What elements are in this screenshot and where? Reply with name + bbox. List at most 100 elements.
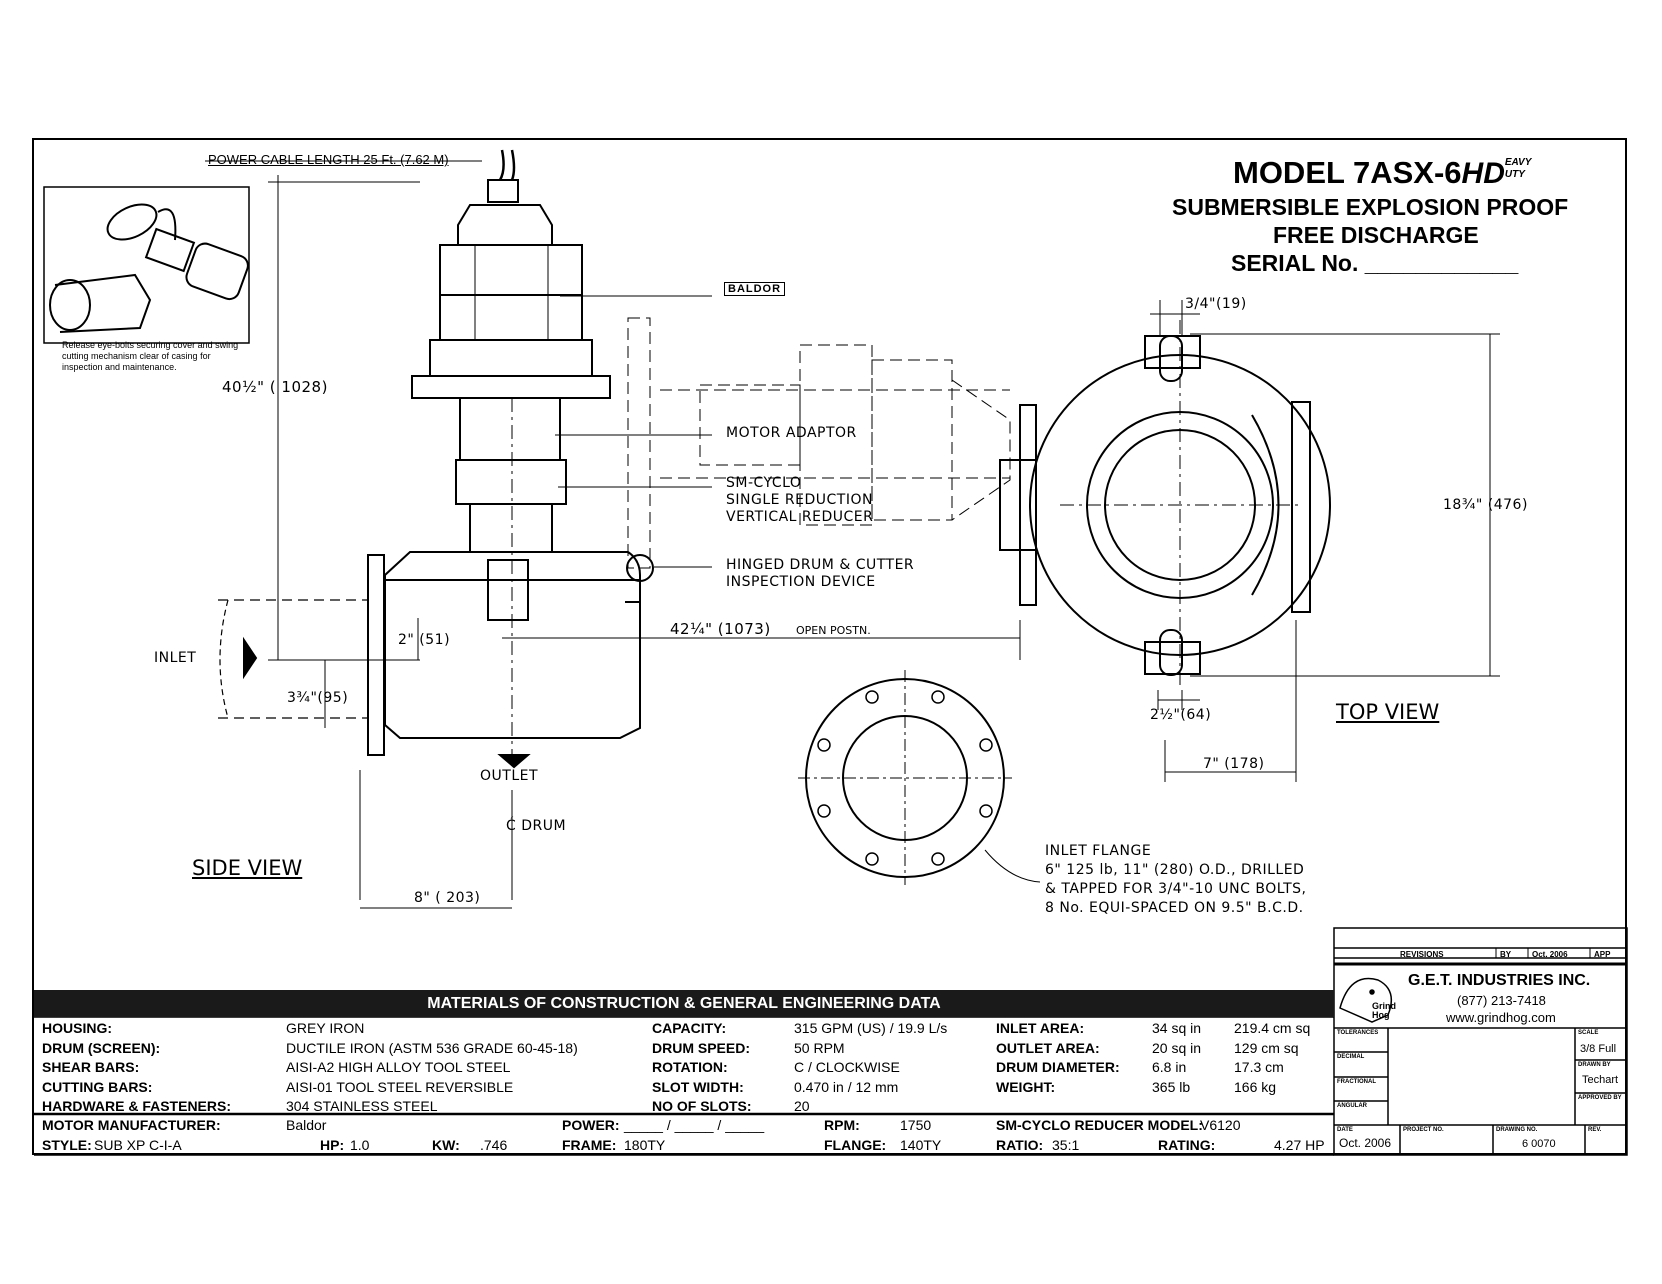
spec-key: DRUM (SCREEN): (42, 1039, 161, 1056)
spec-key: OUTLET AREA: (996, 1039, 1100, 1056)
scale-label: SCALE (1578, 1030, 1599, 1036)
spec-key: HOUSING: (42, 1020, 112, 1036)
outlet-label: OUTLET (480, 768, 539, 784)
motor-manufacturer-label: MOTOR MANUFACTURER: (42, 1117, 221, 1133)
open-position-label: OPEN POSTN. (796, 624, 871, 637)
spec-value: 17.3 cm (1234, 1059, 1284, 1075)
motor-row-2: STYLE: SUB XP C-I-A HP: 1.0 KW: .746 FRA… (34, 1136, 1334, 1156)
spec-value: 304 STAINLESS STEEL (286, 1098, 438, 1114)
inset-caption: Release eye-bolts securing cover and swi… (62, 340, 239, 372)
power-cable-label: POWER CABLE LENGTH 25 Ft. (7.62 M) (208, 152, 449, 167)
spec-value: AISI-01 TOOL STEEL REVERSIBLE (286, 1078, 514, 1095)
ratio-label: RATIO: (996, 1137, 1044, 1153)
date-label: DATE (1337, 1127, 1353, 1133)
power-value: _____ / _____ / _____ (624, 1117, 765, 1133)
title-line-2: SUBMERSIBLE EXPLOSION PROOF (1172, 194, 1569, 220)
top-view (999, 320, 1331, 690)
spec-key: SHEAR BARS: (42, 1059, 140, 1075)
spec-key: SLOT WIDTH: (652, 1078, 744, 1095)
date-value: Oct. 2006 (1339, 1136, 1392, 1150)
spec-key: DRUM SPEED: (652, 1039, 751, 1056)
serial-label: SERIAL No. (1231, 250, 1359, 276)
dim-height: 40½" ( 1028) (222, 378, 328, 396)
power-label: POWER: (562, 1117, 620, 1133)
style-value: SUB XP C-I-A (94, 1137, 182, 1153)
reducer-label: SM-CYCLO REDUCER MODEL: (996, 1117, 1203, 1133)
tolerances-label: TOLERANCES (1337, 1030, 1379, 1036)
spec-key: HARDWARE & FASTENERS: (42, 1098, 232, 1114)
spec-value: GREY IRON (286, 1020, 365, 1036)
angular-label: ANGULAR (1337, 1103, 1367, 1109)
spec-value: 315 GPM (US) / 19.9 L/s (794, 1020, 948, 1036)
spec-key: ROTATION: (652, 1059, 728, 1075)
rpm-value: 1750 (900, 1117, 932, 1133)
inset-machine-sketch (49, 203, 249, 333)
spec-key: WEIGHT: (996, 1078, 1056, 1095)
spec-key: CUTTING BARS: (42, 1078, 153, 1095)
company-website: www.grindhog.com (1446, 1010, 1556, 1025)
flange-note-3: & TAPPED FOR 3/4"-10 UNC BOLTS, (1045, 881, 1307, 897)
spec-value: 34 sq in (1152, 1020, 1202, 1036)
cyclo-label-3: VERTICAL REDUCER (726, 509, 874, 525)
flange-label: FLANGE: (824, 1137, 887, 1153)
flange-note-1: INLET FLANGE (1045, 843, 1152, 859)
rating-label: RATING: (1158, 1137, 1216, 1153)
dim-8in: 8" ( 203) (414, 890, 481, 906)
spec-value: 50 RPM (794, 1039, 845, 1056)
cyclo-label-2: SINGLE REDUCTION (726, 492, 873, 508)
frame-label: FRAME: (562, 1137, 617, 1153)
date-col-label: Oct. 2006 (1532, 950, 1568, 959)
scale-value: 3/8 Full (1580, 1043, 1617, 1055)
rating-value: 4.27 HP (1274, 1137, 1325, 1153)
drawing-no-value: 6 0070 (1522, 1138, 1556, 1150)
flange-value: 140TY (900, 1137, 942, 1153)
spec-row: SHEAR BARS:AISI-A2 HIGH ALLOY TOOL STEEL… (34, 1058, 1334, 1078)
hd-badge: HD (1461, 157, 1505, 190)
inlet-label: INLET (154, 650, 197, 666)
rev-label: REV. (1588, 1127, 1602, 1133)
reducer-value: V6120 (1200, 1117, 1241, 1133)
leader-lines (205, 160, 712, 568)
dim-7in: 7" (178) (1203, 756, 1265, 772)
spec-value: 166 kg (1234, 1078, 1277, 1095)
top-view-title: TOP VIEW (1336, 700, 1440, 724)
hinged-label-1: HINGED DRUM & CUTTER (726, 557, 915, 573)
outlet-arrow (497, 754, 531, 769)
company-name: G.E.T. INDUSTRIES INC. (1408, 972, 1591, 989)
hp-label: HP: (320, 1137, 345, 1153)
spec-table-header: MATERIALS OF CONSTRUCTION & GENERAL ENGI… (34, 990, 1334, 1017)
spec-key: NO OF SLOTS: (652, 1098, 752, 1114)
by-label: BY (1500, 950, 1512, 959)
grind-hog-logo (1339, 977, 1393, 1023)
fractional-label: FRACTIONAL (1337, 1079, 1376, 1085)
ratio-value: 35:1 (1052, 1137, 1080, 1153)
hd-badge-super: EAVY (1504, 157, 1532, 168)
revisions-label: REVISIONS (1400, 950, 1444, 959)
title-line-3: FREE DISCHARGE (1273, 222, 1479, 248)
side-dimensions (268, 175, 1021, 909)
hd-badge-sub: UTY (1504, 169, 1525, 180)
hinged-label-2: INSPECTION DEVICE (726, 574, 876, 590)
dim-2-1-2: 2½"(64) (1150, 707, 1212, 723)
serial-value: ____________ (1364, 250, 1519, 276)
spec-table-rules (34, 1016, 1334, 1156)
dim-3-4: 3/4"(19) (1185, 296, 1247, 312)
spec-value: 129 cm sq (1234, 1039, 1299, 1056)
title-block-grid (1333, 927, 1628, 1156)
spec-key: DRUM DIAMETER: (996, 1059, 1120, 1075)
spec-row: DRUM (SCREEN):DUCTILE IRON (ASTM 536 GRA… (34, 1039, 1334, 1059)
hp-value: 1.0 (350, 1137, 370, 1153)
spec-value: 365 lb (1152, 1078, 1191, 1095)
spec-value: 20 sq in (1152, 1039, 1202, 1056)
top-dimensions (1150, 300, 1500, 782)
side-view-title: SIDE VIEW (192, 856, 303, 880)
cyclo-label-1: SM-CYCLO (726, 475, 802, 491)
dim-2in: 2" (51) (398, 632, 451, 648)
drawn-by-label: DRAWN BY (1578, 1062, 1611, 1068)
app-label: APP (1594, 950, 1611, 959)
motor-adaptor-label: MOTOR ADAPTOR (726, 425, 857, 441)
company-phone: (877) 213-7418 (1457, 993, 1546, 1008)
drawing-no-label: DRAWING NO. (1496, 1127, 1538, 1133)
side-housing (218, 551, 654, 756)
